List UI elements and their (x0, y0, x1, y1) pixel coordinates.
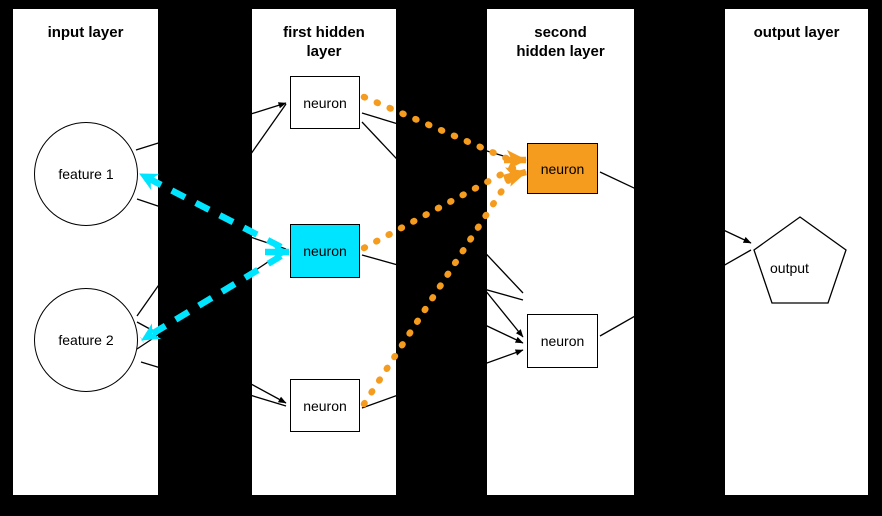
layer-title-first-hidden: first hidden layer (252, 23, 396, 61)
layer-title-line: hidden layer (516, 43, 605, 60)
layer-title-line: output layer (753, 24, 840, 41)
node-feature-2[interactable]: feature 2 (34, 288, 138, 392)
node-hidden2-neuron-top[interactable]: neuron (527, 143, 598, 194)
node-label: feature 2 (58, 332, 114, 348)
layer-title-input: input layer (13, 23, 158, 42)
node-hidden1-neuron-bottom[interactable]: neuron (290, 379, 360, 432)
node-hidden1-neuron-middle[interactable]: neuron (290, 224, 360, 278)
layer-title-line: layer (306, 43, 342, 60)
layer-title-output: output layer (725, 23, 868, 42)
layer-title-line: input layer (47, 24, 124, 41)
node-label: neuron (303, 94, 347, 111)
layer-panel-input (13, 9, 158, 495)
node-label: neuron (540, 333, 585, 349)
layer-title-second-hidden: second hidden layer (487, 23, 634, 61)
node-label: neuron (303, 243, 347, 259)
layer-panel-second-hidden (487, 9, 634, 495)
layer-title-line: first hidden (283, 24, 365, 41)
node-feature-1[interactable]: feature 1 (34, 122, 138, 226)
node-label: feature 1 (58, 166, 114, 182)
node-hidden1-neuron-top[interactable]: neuron (290, 76, 360, 129)
node-label: neuron (303, 397, 347, 414)
node-hidden2-neuron-bottom[interactable]: neuron (527, 314, 598, 368)
layer-panel-output (725, 9, 868, 495)
node-output-label: output (770, 260, 809, 276)
layer-title-line: second (534, 24, 587, 41)
node-label: neuron (540, 160, 585, 177)
